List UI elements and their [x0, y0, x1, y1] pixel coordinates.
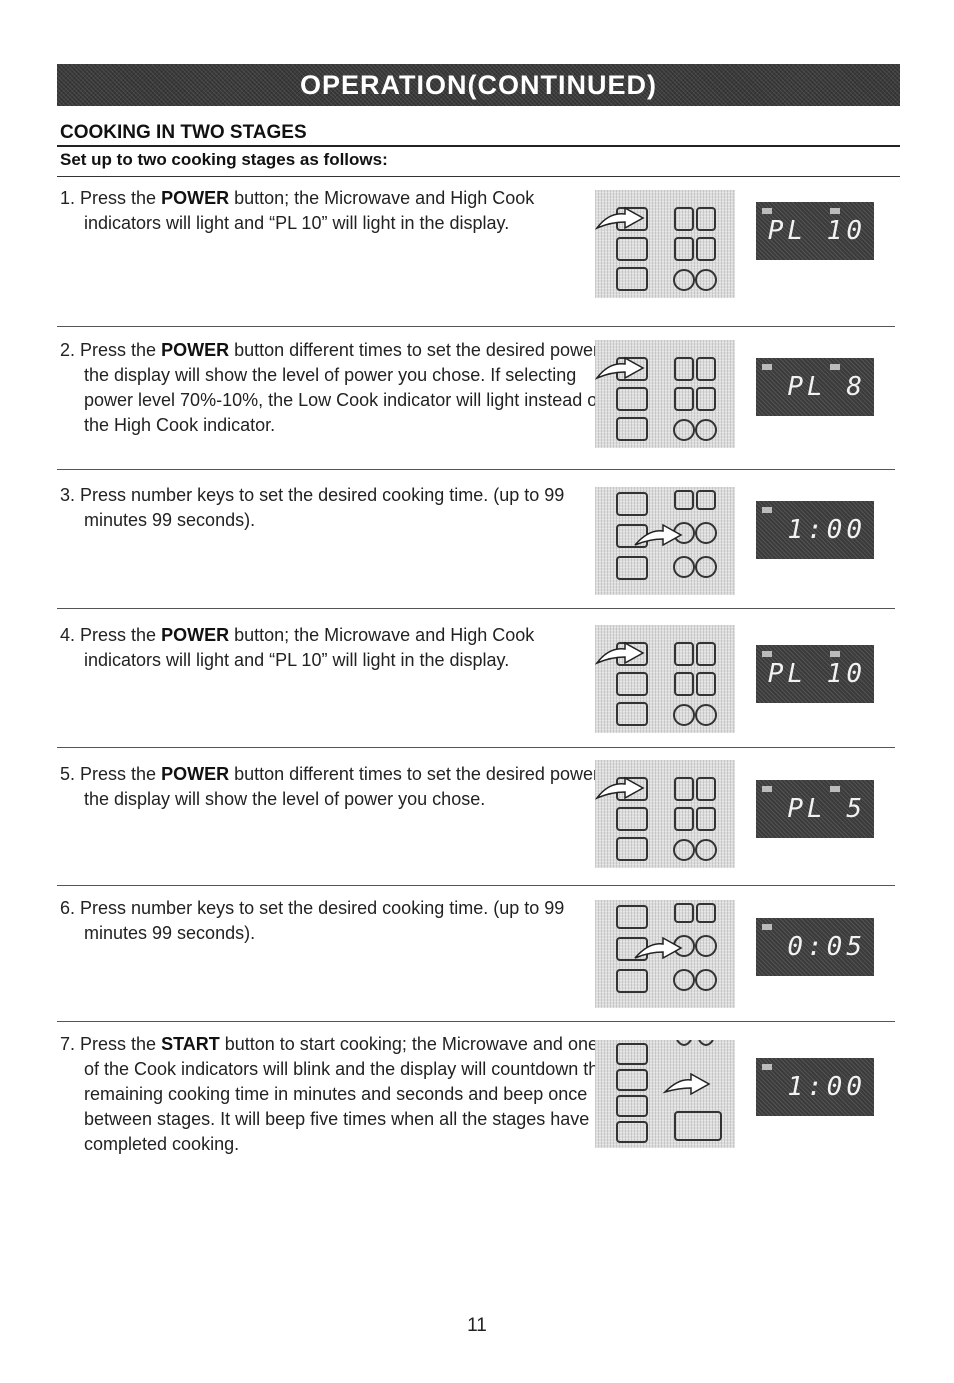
press-arrow-icon — [595, 206, 645, 230]
section-title: COOKING IN TWO STAGES — [60, 122, 307, 143]
indicator-icon — [762, 507, 772, 513]
step-text: 3. Press number keys to set the desired … — [60, 485, 565, 530]
step-5: 5. Press the POWER button different time… — [57, 760, 900, 886]
step-divider — [57, 326, 895, 327]
step-3: 3. Press number keys to set the desired … — [57, 483, 900, 609]
press-arrow-icon — [634, 936, 683, 960]
step-7: 7. Press the START button to start cooki… — [60, 1032, 900, 1192]
press-arrow-icon — [595, 641, 645, 665]
indicator-icon — [830, 651, 840, 657]
step-text: 2. Press the POWER button different time… — [60, 340, 604, 435]
indicator-icon — [762, 786, 772, 792]
step-text: 6. Press number keys to set the desired … — [60, 898, 565, 943]
step-text: 4. Press the POWER button; the Microwave… — [60, 625, 535, 670]
press-arrow-icon — [662, 1072, 711, 1096]
section-banner: OPERATION(CONTINUED) — [57, 64, 900, 106]
indicator-icon — [762, 924, 772, 930]
step-text: 7. Press the START button to start cooki… — [60, 1034, 609, 1154]
indicator-icon — [830, 786, 840, 792]
title-rule — [57, 145, 900, 147]
display-readout: PL 8 — [787, 372, 866, 402]
keypad-illustration — [595, 760, 735, 868]
keypad-illustration — [595, 487, 735, 595]
keypad-illustration — [595, 900, 735, 1008]
step-divider — [57, 1021, 895, 1022]
keypad-illustration — [595, 190, 735, 298]
display-readout: PL 5 — [787, 794, 866, 824]
indicator-icon — [762, 364, 772, 370]
keypad-illustration — [595, 1040, 735, 1148]
lcd-display: 1:00 — [756, 501, 874, 559]
lcd-display: PL 8 — [756, 358, 874, 416]
keypad-illustration — [595, 340, 735, 448]
step-divider — [57, 885, 895, 886]
press-arrow-icon — [634, 523, 683, 547]
step-divider — [57, 469, 895, 470]
display-readout: PL 10 — [767, 659, 866, 689]
display-readout: 1:00 — [787, 1072, 866, 1102]
indicator-icon — [830, 208, 840, 214]
step-2: 2. Press the POWER button different time… — [57, 338, 900, 470]
display-readout: 1:00 — [787, 515, 866, 545]
display-readout: 0:05 — [787, 932, 866, 962]
indicator-icon — [762, 651, 772, 657]
lcd-display: 1:00 — [756, 1058, 874, 1116]
page-number: 11 — [467, 1315, 487, 1336]
banner-title: OPERATION(CONTINUED) — [300, 69, 657, 100]
lcd-display: PL 10 — [756, 645, 874, 703]
subtitle-rule — [57, 176, 900, 177]
step-1: 1. Press the POWER button; the Microwave… — [57, 186, 900, 327]
keypad-illustration — [595, 625, 735, 733]
press-arrow-icon — [595, 356, 645, 380]
indicator-icon — [762, 1064, 772, 1070]
section-subtitle: Set up to two cooking stages as follows: — [60, 150, 388, 169]
lcd-display: PL 5 — [756, 780, 874, 838]
indicator-icon — [762, 208, 772, 214]
step-6: 6. Press number keys to set the desired … — [57, 896, 900, 1022]
display-readout: PL 10 — [767, 216, 866, 246]
lcd-display: 0:05 — [756, 918, 874, 976]
lcd-display: PL 10 — [756, 202, 874, 260]
step-divider — [57, 747, 895, 748]
step-4: 4. Press the POWER button; the Microwave… — [57, 623, 900, 748]
step-text: 1. Press the POWER button; the Microwave… — [60, 188, 535, 233]
press-arrow-icon — [595, 776, 645, 800]
step-divider — [57, 608, 895, 609]
indicator-icon — [830, 364, 840, 370]
step-text: 5. Press the POWER button different time… — [60, 764, 604, 809]
